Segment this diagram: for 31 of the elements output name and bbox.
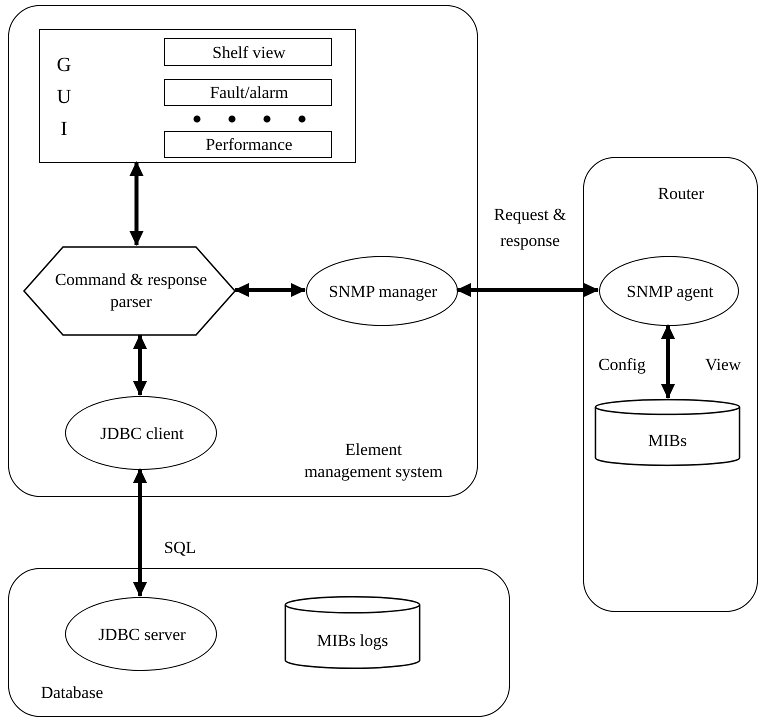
node-label: MIBs logs [316, 630, 388, 652]
node-label: JDBC client [100, 422, 184, 445]
double-arrow [234, 283, 306, 297]
menu-item-box [164, 131, 332, 158]
edge-label: Config [598, 354, 646, 376]
device-container [583, 157, 758, 612]
double-arrow [661, 324, 675, 399]
double-arrow [456, 283, 599, 297]
double-arrow [133, 468, 147, 597]
menu-item-box [164, 79, 332, 106]
node-label: Fault/alarm [210, 82, 288, 104]
node-label: Command & response parser [54, 268, 208, 313]
node-label: MIBs [648, 430, 687, 452]
node-label: Shelf view [212, 42, 286, 64]
gui-panel [39, 29, 356, 163]
menu-item-box [164, 38, 332, 66]
node-label: SNMP manager [328, 280, 438, 303]
double-arrow [130, 161, 144, 246]
system-container [8, 5, 478, 497]
edge-label: Request & response [492, 204, 568, 252]
annotation-label: View [705, 354, 741, 376]
node-label: Router [658, 182, 704, 205]
database-container [8, 568, 510, 717]
node-label: Database [40, 682, 104, 704]
node-label: Element management system [303, 438, 444, 483]
node-label: GUI [56, 53, 72, 142]
node-label: Performance [206, 134, 292, 156]
edge-label: SQL [164, 537, 196, 560]
node-label: JDBC server [98, 624, 186, 646]
double-arrow [133, 334, 147, 396]
node-label: SNMP agent [626, 280, 714, 303]
